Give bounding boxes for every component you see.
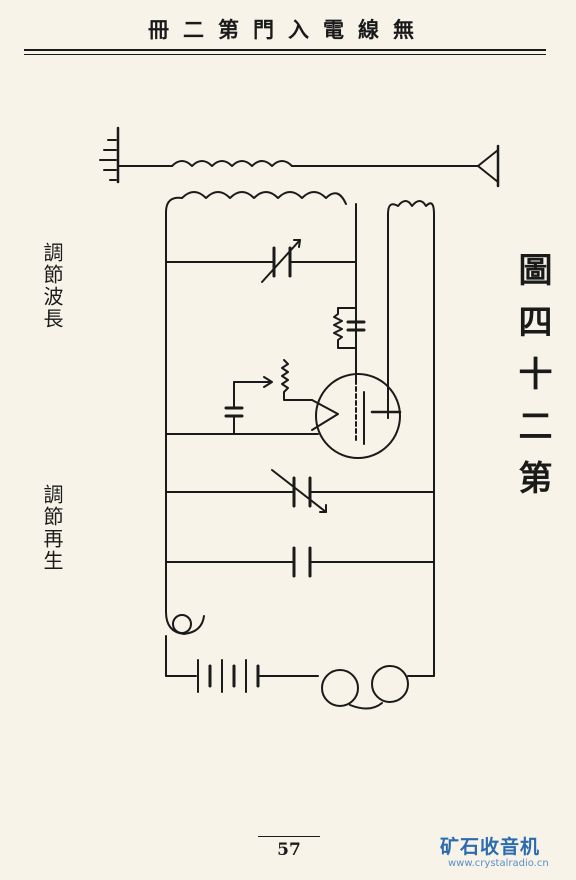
grid-capacitor — [346, 299, 366, 381]
header-rule-thin — [24, 54, 546, 55]
headphones — [321, 665, 435, 710]
antenna-symbol — [477, 144, 500, 188]
b-battery — [165, 659, 319, 693]
potentiometer — [233, 359, 313, 409]
header-rule-thick — [24, 49, 546, 51]
filament-capacitor — [224, 406, 244, 435]
watermark-url: www.crystalradio.cn — [448, 858, 549, 869]
regeneration-variable-capacitor — [165, 469, 435, 513]
page-number-rule — [258, 836, 320, 837]
running-header: 冊二第門入電線無 — [148, 17, 428, 42]
grid-leak-resistor — [333, 307, 357, 349]
tuning-variable-capacitor — [165, 239, 357, 283]
detector-loop — [165, 611, 205, 677]
vacuum-tube — [311, 373, 402, 459]
label-wavelength: 調節波長 — [40, 242, 64, 330]
watermark-name: 矿石收音机 — [440, 836, 541, 858]
label-regeneration: 調節再生 — [40, 484, 64, 572]
figure-caption: 圖四十二第 — [512, 252, 552, 512]
ground-symbol — [99, 126, 120, 184]
page-number: 57 — [277, 840, 301, 860]
bypass-capacitor — [165, 546, 435, 578]
antenna-primary-coil — [117, 160, 479, 167]
secondary-coil — [165, 191, 357, 613]
tickler-coil — [387, 200, 435, 677]
